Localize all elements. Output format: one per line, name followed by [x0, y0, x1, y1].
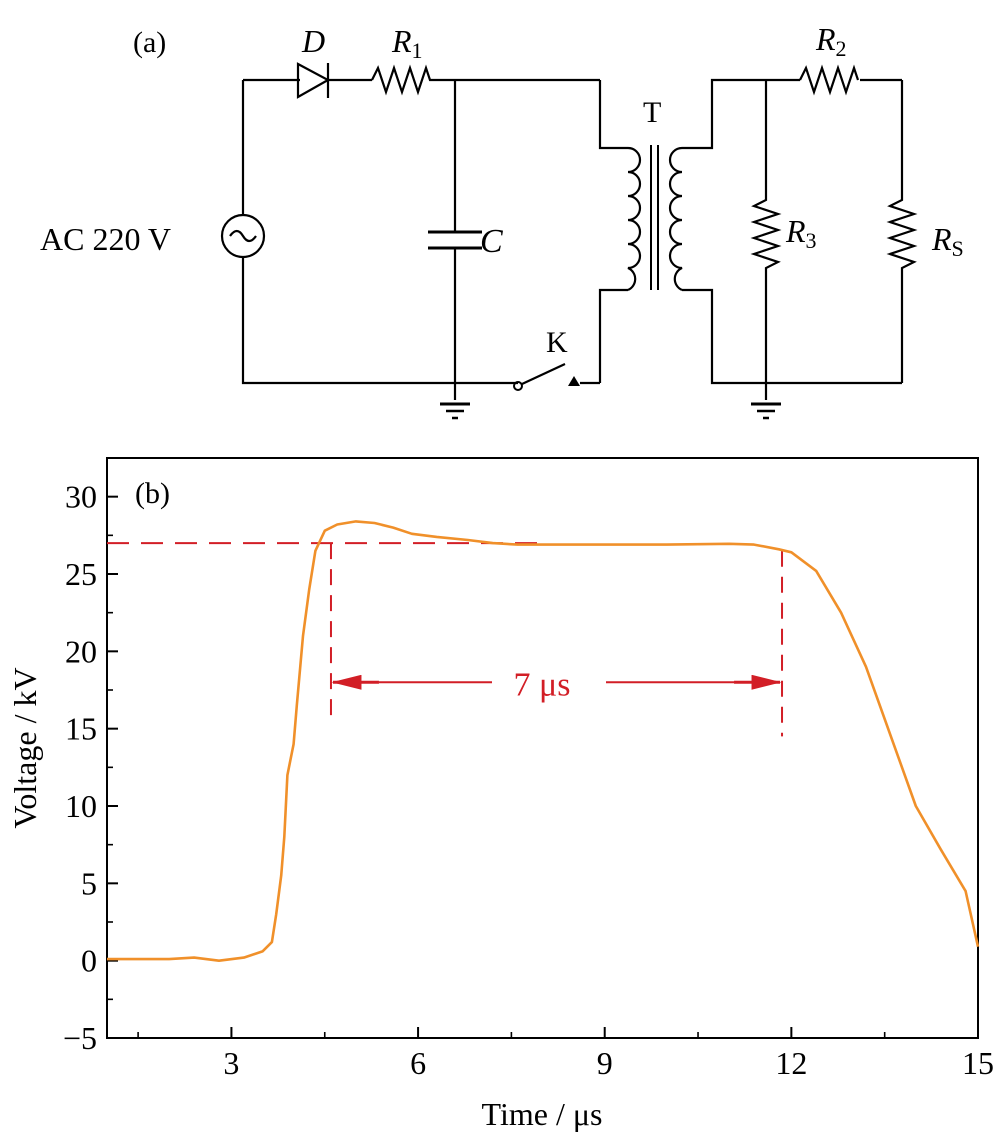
r2-main: R	[815, 21, 836, 57]
y-tick-label: −5	[63, 1020, 97, 1056]
r1-sub: 1	[412, 38, 423, 63]
diode-icon	[296, 62, 372, 99]
r3-sub: 3	[806, 228, 817, 253]
diode-label: D	[301, 23, 325, 59]
wire-top-left	[241, 78, 518, 385]
switch-label: K	[546, 326, 568, 359]
rs-main: R	[931, 221, 952, 257]
circuit-diagram: (a) AC 220 V D R1 C	[40, 21, 964, 420]
y-tick-label: 25	[65, 556, 97, 592]
y-tick-label: 20	[65, 633, 97, 669]
source-label: AC 220 V	[40, 221, 171, 257]
y-tick-label: 30	[65, 479, 97, 515]
x-tick-label: 3	[223, 1045, 239, 1081]
voltage-series-line	[107, 520, 980, 963]
rs-sub: S	[952, 236, 964, 261]
r3-main: R	[785, 213, 806, 249]
resistor-r1-label: R1	[391, 23, 423, 63]
r2-sub: 2	[836, 36, 847, 61]
x-tick-label: 15	[962, 1045, 994, 1081]
resistor-rs-label: RS	[931, 221, 964, 261]
chart-panel-label: (b)	[135, 477, 170, 510]
y-axis-label: Voltage / kV	[7, 667, 43, 828]
voltage-chart: 3 6 9 12 15 −5 0 5 10 15 20 25 30 (b) 7 μs Time / μs…	[7, 457, 994, 1132]
resistor-r3-label: R3	[785, 213, 817, 253]
axis-tick-labels: 3 6 9 12 15 −5 0 5 10 15 20 25 30	[63, 479, 994, 1081]
y-tick-label: 10	[65, 788, 97, 824]
x-tick-label: 9	[597, 1045, 613, 1081]
y-tick-label: 0	[81, 943, 97, 979]
capacitor-label: C	[480, 223, 503, 260]
circuit-panel-label: (a)	[133, 26, 166, 59]
axis-ticks	[107, 495, 979, 1039]
x-axis-label: Time / μs	[482, 1096, 603, 1132]
transformer-icon	[598, 78, 902, 385]
resistor-r1-icon	[371, 64, 600, 96]
resistor-r2-label: R2	[815, 21, 847, 61]
y-tick-label: 5	[81, 865, 97, 901]
ground-right-icon	[751, 402, 781, 420]
ground-left-icon	[440, 402, 470, 420]
x-tick-label: 6	[410, 1045, 426, 1081]
resistor-r3-icon	[750, 80, 782, 400]
resistor-rs-icon	[886, 80, 918, 383]
transformer-label: T	[643, 96, 661, 129]
switch-icon	[513, 363, 600, 391]
r1-main: R	[391, 23, 412, 59]
capacitor-icon	[428, 80, 482, 400]
x-tick-label: 12	[775, 1045, 807, 1081]
pulse-width-label: 7 μs	[514, 666, 571, 703]
plot-frame	[106, 457, 979, 1039]
resistor-r2-icon	[799, 64, 860, 96]
ac-source-icon	[220, 213, 266, 259]
pulse-annotations	[107, 542, 784, 737]
y-tick-label: 15	[65, 711, 97, 747]
